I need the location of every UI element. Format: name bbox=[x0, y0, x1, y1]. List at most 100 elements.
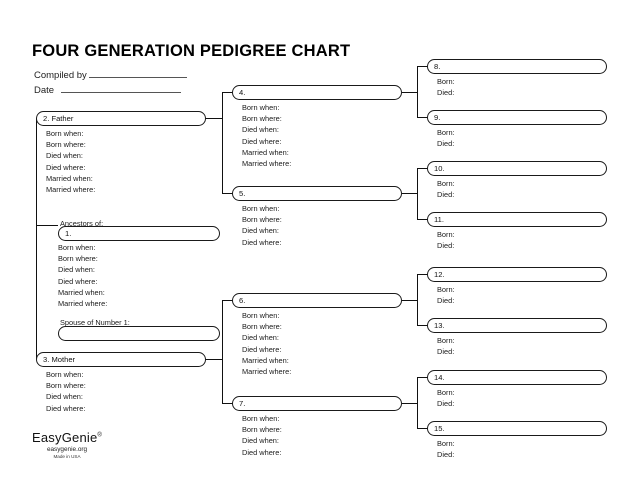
field-married-where[interactable]: Married where: bbox=[242, 366, 292, 376]
registered-mark: ® bbox=[97, 432, 103, 439]
field-born-when[interactable]: Born when: bbox=[46, 370, 84, 379]
name-box-7[interactable]: 7. bbox=[232, 396, 402, 411]
field-born-when[interactable]: Born when: bbox=[242, 311, 280, 320]
field-died-when[interactable]: Died when: bbox=[242, 333, 279, 343]
connector-to-box-6 bbox=[222, 300, 234, 302]
connector-to-box-4 bbox=[222, 92, 234, 94]
field-born[interactable]: Born: bbox=[437, 285, 455, 294]
name-box-3-label: 3. Mother bbox=[43, 354, 76, 364]
field-died[interactable]: Died: bbox=[437, 241, 455, 251]
name-box-12[interactable]: 12. bbox=[427, 267, 607, 282]
field-born-where[interactable]: Born where: bbox=[242, 215, 282, 225]
field-died[interactable]: Died: bbox=[437, 399, 455, 409]
field-died-where[interactable]: Died where: bbox=[58, 276, 98, 286]
field-died-where[interactable]: Died where: bbox=[242, 136, 282, 146]
field-married-where[interactable]: Married where: bbox=[46, 184, 96, 194]
field-born[interactable]: Born: bbox=[437, 77, 455, 86]
field-died-where[interactable]: Died where: bbox=[242, 237, 282, 247]
field-born-where[interactable]: Born where: bbox=[58, 254, 98, 264]
field-born-when[interactable]: Born when: bbox=[46, 129, 84, 138]
name-box-spouse-of-1[interactable] bbox=[58, 326, 220, 341]
field-died[interactable]: Died: bbox=[437, 450, 455, 460]
name-box-11-label: 11. bbox=[434, 214, 444, 224]
field-died-when[interactable]: Died when: bbox=[242, 125, 279, 135]
connector-box6-vertical bbox=[417, 274, 419, 326]
field-born[interactable]: Born: bbox=[437, 336, 455, 345]
field-died[interactable]: Died: bbox=[437, 88, 455, 98]
fields-box-13: Born: Died: bbox=[437, 335, 455, 357]
field-died-when[interactable]: Died when: bbox=[242, 226, 279, 236]
name-box-2-label: 2. Father bbox=[43, 113, 74, 123]
fields-box-11: Born: Died: bbox=[437, 229, 455, 251]
fields-box-15: Born: Died: bbox=[437, 438, 455, 460]
name-box-1-self[interactable]: 1. bbox=[58, 226, 220, 241]
field-born[interactable]: Born: bbox=[437, 230, 455, 239]
field-died-where[interactable]: Died where: bbox=[242, 344, 282, 354]
connector-gen1-vertical bbox=[36, 118, 38, 359]
brand-name: EasyGenie® bbox=[32, 430, 102, 445]
name-box-9-label: 9. bbox=[434, 112, 441, 122]
field-died-when[interactable]: Died when: bbox=[58, 265, 95, 275]
connector-to-box-7 bbox=[222, 403, 234, 405]
compiled-by-row: Compiled by bbox=[34, 70, 187, 81]
field-died-where[interactable]: Died where: bbox=[46, 403, 86, 413]
name-box-11[interactable]: 11. bbox=[427, 212, 607, 227]
field-married-where[interactable]: Married where: bbox=[242, 158, 292, 168]
field-died[interactable]: Died: bbox=[437, 347, 455, 357]
page-title: FOUR GENERATION PEDIGREE CHART bbox=[32, 42, 351, 60]
field-born-where[interactable]: Born where: bbox=[242, 425, 282, 435]
field-married-when[interactable]: Married when: bbox=[242, 147, 289, 157]
field-born-where[interactable]: Born where: bbox=[46, 381, 86, 391]
field-died[interactable]: Died: bbox=[437, 190, 455, 200]
field-born-when[interactable]: Born when: bbox=[242, 204, 280, 213]
field-born-when[interactable]: Born when: bbox=[58, 243, 96, 252]
field-born-when[interactable]: Born when: bbox=[242, 103, 280, 112]
field-born-when[interactable]: Born when: bbox=[242, 414, 280, 423]
field-married-when[interactable]: Married when: bbox=[46, 173, 93, 183]
name-box-8-label: 8. bbox=[434, 61, 441, 71]
field-married-when[interactable]: Married when: bbox=[242, 355, 289, 365]
name-box-8[interactable]: 8. bbox=[427, 59, 607, 74]
fields-box-14: Born: Died: bbox=[437, 387, 455, 409]
field-died[interactable]: Died: bbox=[437, 139, 455, 149]
connector-to-box-10 bbox=[417, 168, 429, 170]
name-box-13[interactable]: 13. bbox=[427, 318, 607, 333]
field-born[interactable]: Born: bbox=[437, 439, 455, 448]
name-box-10[interactable]: 10. bbox=[427, 161, 607, 176]
fields-box-5: Born when: Born where: Died when: Died w… bbox=[242, 203, 282, 248]
connector-to-box-14 bbox=[417, 377, 429, 379]
field-died-where[interactable]: Died where: bbox=[46, 162, 86, 172]
fields-box-6: Born when: Born where: Died when: Died w… bbox=[242, 310, 291, 377]
field-born-where[interactable]: Born where: bbox=[242, 322, 282, 332]
field-born[interactable]: Born: bbox=[437, 128, 455, 137]
compiled-by-input-line[interactable] bbox=[88, 77, 187, 78]
field-died-where[interactable]: Died where: bbox=[242, 447, 282, 457]
name-box-15[interactable]: 15. bbox=[427, 421, 607, 436]
field-born-where[interactable]: Born where: bbox=[46, 140, 86, 150]
field-died[interactable]: Died: bbox=[437, 296, 455, 306]
field-married-when[interactable]: Married when: bbox=[58, 287, 105, 297]
field-died-when[interactable]: Died when: bbox=[46, 392, 83, 402]
field-born[interactable]: Born: bbox=[437, 388, 455, 397]
field-died-when[interactable]: Died when: bbox=[46, 151, 83, 161]
name-box-3-mother[interactable]: 3. Mother bbox=[36, 352, 206, 367]
fields-box-1: Born when: Born where: Died when: Died w… bbox=[58, 242, 107, 309]
field-born[interactable]: Born: bbox=[437, 179, 455, 188]
field-born-where[interactable]: Born where: bbox=[242, 114, 282, 124]
brand-website: easygenie.org bbox=[46, 446, 88, 453]
name-box-6[interactable]: 6. bbox=[232, 293, 402, 308]
name-box-14[interactable]: 14. bbox=[427, 370, 607, 385]
name-box-9[interactable]: 9. bbox=[427, 110, 607, 125]
connector-father-out bbox=[205, 118, 223, 120]
field-died-when[interactable]: Died when: bbox=[242, 436, 279, 446]
field-married-where[interactable]: Married where: bbox=[58, 298, 108, 308]
name-box-2-father[interactable]: 2. Father bbox=[36, 111, 206, 126]
name-box-5[interactable]: 5. bbox=[232, 186, 402, 201]
fields-box-8: Born: Died: bbox=[437, 76, 455, 98]
name-box-4[interactable]: 4. bbox=[232, 85, 402, 100]
connector-box4-vertical bbox=[417, 66, 419, 118]
name-box-6-label: 6. bbox=[239, 295, 246, 305]
fields-box-12: Born: Died: bbox=[437, 284, 455, 306]
date-input-line[interactable] bbox=[61, 92, 182, 93]
fields-box-4: Born when: Born where: Died when: Died w… bbox=[242, 102, 291, 169]
